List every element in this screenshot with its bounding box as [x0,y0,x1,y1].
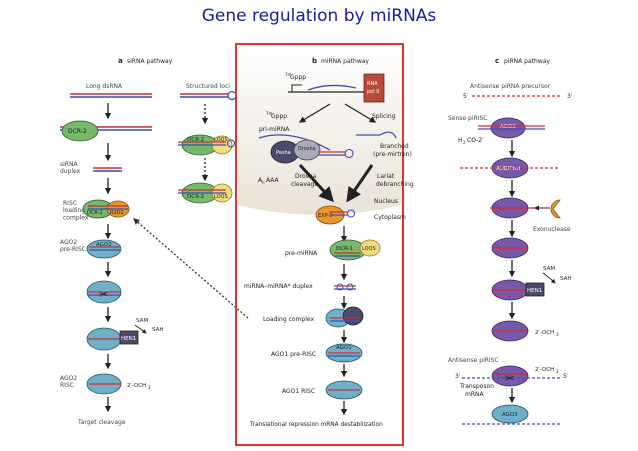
h2o2-label: H [458,137,463,144]
panel-b-title: miRNA pathway [321,58,369,65]
panel-b-letter: b [312,57,317,65]
lariat-label-1: Lariat [377,173,395,180]
sense-pirisc-label: Sense piRISC [448,115,487,122]
r2d2-label: R2D2 [110,210,124,216]
scissors-icon-c: ✂ [505,372,514,385]
bottom-5prime: 5′ [563,373,569,380]
hen1-label-c: HEN1 [527,288,542,294]
dcr2-label-a4: DCR-2 [187,194,204,200]
highlight-box [235,43,404,446]
transposon-label-2: mRNA [465,391,485,398]
lariat-label-2: debranching [376,181,414,188]
och3-label-c1: 2′-OCH [535,330,554,336]
gppp-top-label: Gppp [290,74,306,81]
transposon-label-1: Transposon [459,383,494,390]
drosha-cleavage-label-1: Drosha [295,173,317,180]
long-dsrna-label: Long dsRNA [86,83,123,90]
h2o2-sub: 2 [463,140,466,145]
target-cleavage-label: Target cleavage [77,419,126,426]
ago1-pre-risc-label: AGO1 pre-RISC [271,351,316,358]
dcr2-label-a2: DCR-2 [187,137,204,143]
loqs-label-b: LOQS [362,246,376,252]
duplex-label: miRNA–miRNA* duplex [244,283,313,290]
panel-a-title: siRNA pathway [127,58,173,65]
scissors-icon-a1: ✂ [99,288,108,301]
ago1-risc-label: AGO1 RISC [282,388,315,395]
panel-c-title: piRNA pathway [504,58,550,65]
hen1-label-a: HEN1 [121,336,136,342]
antisense-pirisc-label: Antisense piRISC [448,357,499,364]
precursor-label: Antisense piRNA precursor [470,83,551,90]
exonuclease-label: Exonuclease [533,226,571,233]
dcr1-label: DCR-1 [336,246,353,252]
gppp-top-sup: 7m [285,72,292,77]
sah-label-c: SAH [560,276,572,282]
pol2-label-1: RNA [367,81,378,87]
loqs-label-a2: LOQS [214,194,228,200]
panel-a-sirna: a siRNA pathway Long dsRNA Structured lo… [60,57,249,426]
ago3-label-c2: AGO3 [502,412,518,418]
gppp-pri-sup: 7m [266,111,273,116]
five-prime-top: 5′ [463,93,469,100]
exp5-label: EXP-5 [318,213,332,219]
panel-b-mirna: b miRNA pathway 7m Gppp RNA pol II 7m Gp… [235,43,414,446]
ago1-label: AGO1 [336,345,352,351]
och3-label-c2: 2′-OCH [535,367,554,373]
polya-tail: AAA [266,177,280,184]
dcr2-label-a3: DCR-2 [87,210,103,216]
pre-mirna-label: pre-miRNA [285,250,318,257]
ago2-label-a1: AGO2 [96,242,112,248]
b-bottom-label: Translational repression mRNA destabiliz… [249,422,383,428]
och3-sub-c1: 3 [556,332,559,337]
drosha-label: Drosha [298,146,316,152]
panel-a-letter: a [118,57,123,65]
polya-label: A [258,177,263,184]
pasha-label: Pasha [276,150,291,156]
three-prime-top: 3′ [567,93,573,100]
sam-label-a: SAM [136,318,148,324]
figure-title: Gene regulation by miRNAs [201,6,437,26]
ago3-label-c1: AGO3 [500,124,516,130]
branched-label-1: Branched [380,143,409,150]
och3-sub-label-a: 3 [148,385,151,390]
branched-label-2: (pre-mirtron) [373,151,412,158]
loading-complex-label: Loading complex [263,316,314,323]
h2o2-tail: CO-2′ [467,137,484,144]
polya-sub: n [262,180,265,185]
pol2-label-2: pol II [367,89,379,95]
drosha-cleavage-label-2: cleavage [291,181,318,188]
pri-mirna-label: pri-miRNA [259,126,290,133]
loqs-label-a1: LOQS [214,137,228,143]
bottom-3prime: 3′ [455,373,461,380]
splicing-label: Splicing [372,113,396,120]
och3-label-a: 2′-OCH [127,383,146,389]
sam-label-c: SAM [543,266,555,272]
gppp-pri-label: Gppp [271,113,287,120]
structured-loci-label: Structured loci [186,83,230,90]
panel-c-letter: c [495,57,499,65]
aub-piwi-label: AUB/Piwi [496,166,521,172]
panel-c-pirna: c piRNA pathway Antisense piRNA precurso… [448,57,573,425]
och3-sub-c2: 3 [556,369,559,374]
sah-label-a: SAH [152,327,164,333]
dcr2-label-a: DCR-2 [68,128,87,135]
nucleus-label: Nucleus [374,198,398,205]
cytoplasm-label: Cytoplasm [374,214,406,221]
